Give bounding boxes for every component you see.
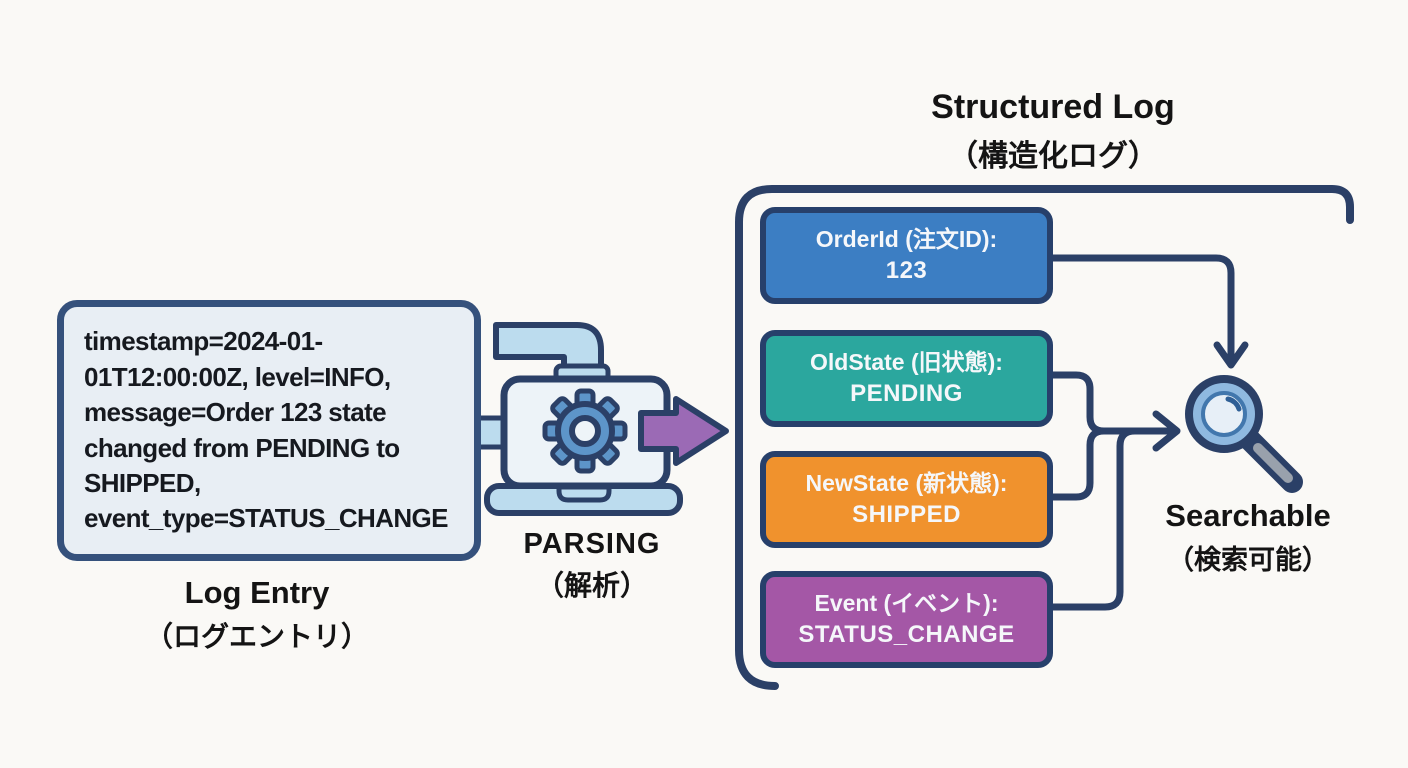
field-value: STATUS_CHANGE	[798, 620, 1015, 648]
laptop-notch	[556, 484, 612, 503]
arrowhead-right-icon	[1152, 410, 1181, 452]
field-value: PENDING	[850, 379, 963, 407]
magnifier-lens	[1201, 391, 1247, 437]
searchable-label-ja: （検索可能）	[1167, 545, 1329, 575]
field-value: SHIPPED	[852, 500, 961, 528]
log-entry-caption: Log Entry （ログエントリ）	[87, 575, 427, 655]
structured-log-title-en: Structured Log	[931, 88, 1175, 126]
field-label: Event (イベント):	[814, 590, 999, 617]
arrowhead-down-icon	[1213, 341, 1249, 369]
log-entry-label-ja: （ログエントリ）	[144, 621, 369, 652]
gear-icon	[542, 388, 628, 474]
parsing-machine-icon	[470, 322, 729, 516]
field-value: 123	[885, 256, 928, 284]
magnifier-icon	[1185, 375, 1303, 493]
field-box-oldstate: OldState (旧状態): PENDING	[760, 330, 1053, 427]
structured-log-title: Structured Log （構造化ログ）	[853, 88, 1253, 175]
lens-highlight	[1225, 396, 1242, 412]
field-label: OrderId (注文ID):	[815, 226, 998, 253]
structured-log-bracket	[735, 185, 1354, 690]
log-entry-text: timestamp=2024-01- 01T12:00:00Z, level=I…	[84, 326, 449, 534]
field-label: OldState (旧状態):	[810, 349, 1003, 376]
searchable-label-en: Searchable	[1165, 498, 1331, 533]
field-box-newstate: NewState (新状態): SHIPPED	[760, 451, 1053, 548]
searchable-caption: Searchable （検索可能）	[1128, 498, 1368, 577]
parsing-label-ja: （解析）	[535, 570, 648, 601]
field-connector-lines	[1049, 254, 1249, 611]
field-box-orderid: OrderId (注文ID): 123	[760, 207, 1053, 304]
pipe-icon	[493, 322, 604, 371]
magnifier-handle	[1253, 443, 1293, 483]
structured-log-title-ja: （構造化ログ）	[948, 140, 1158, 173]
field-box-event: Event (イベント): STATUS_CHANGE	[760, 571, 1053, 668]
parsing-label-en: PARSING	[523, 528, 661, 560]
log-entry-label-en: Log Entry	[184, 575, 330, 610]
log-entry-box: timestamp=2024-01- 01T12:00:00Z, level=I…	[57, 300, 481, 561]
output-arrow-icon	[638, 396, 729, 466]
parsing-caption: PARSING （解析）	[472, 528, 712, 604]
field-label: NewState (新状態):	[805, 470, 1008, 497]
